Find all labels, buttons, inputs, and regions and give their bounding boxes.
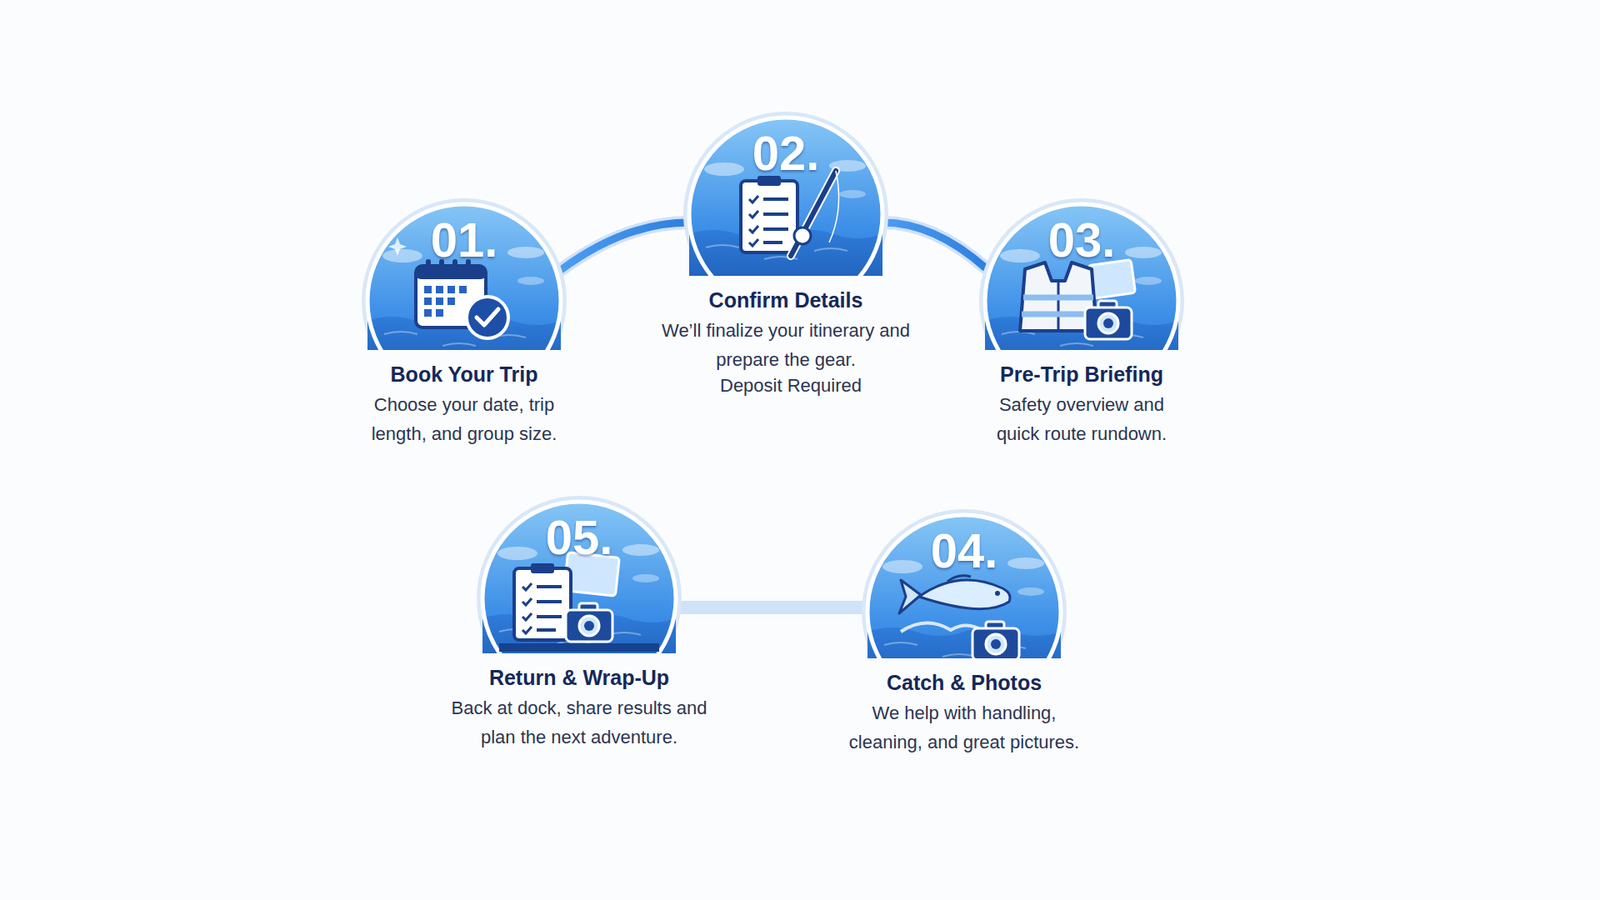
connector-glow <box>560 222 690 270</box>
step-number: 04. <box>867 525 1061 577</box>
connector-line <box>675 604 868 612</box>
step-title: Confirm Details <box>653 287 919 313</box>
step-note: Deposit Required <box>653 374 919 398</box>
step-number: 01. <box>367 214 561 266</box>
connector <box>882 222 985 268</box>
step-node: 04.Catch & PhotosWe help with handling, … <box>867 515 1061 659</box>
step-number: 03. <box>985 214 1179 266</box>
step-dome <box>861 509 1067 732</box>
step-node: 05.Return & Wrap-UpBack at dock, share r… <box>482 501 676 654</box>
step-text: Book Your TripChoose your date, trip len… <box>351 361 577 449</box>
connector-glow <box>675 600 868 615</box>
step-description: We help with handling, cleaning, and gre… <box>845 698 1084 757</box>
step-title: Catch & Photos <box>845 670 1084 695</box>
step-text: Return & Wrap-UpBack at dock, share resu… <box>446 665 712 752</box>
step-node: 03.Pre-Trip BriefingSafety overview and … <box>985 204 1179 350</box>
step-title: Pre-Trip Briefing <box>977 361 1186 387</box>
step-dome <box>361 198 567 421</box>
step-title: Book Your Trip <box>351 361 577 387</box>
step-description: Safety overview and quick route rundown. <box>977 390 1186 449</box>
connector <box>560 222 690 270</box>
step-dome <box>979 198 1185 421</box>
connector <box>675 607 868 609</box>
step-description: We’ll finalize your itinerary and prepar… <box>653 315 919 375</box>
step-text: Pre-Trip BriefingSafety overview and qui… <box>977 361 1186 449</box>
connector-glow <box>882 222 985 268</box>
step-description: Choose your date, trip length, and group… <box>351 390 577 449</box>
step-node: 02.Confirm DetailsWe’ll finalize your it… <box>689 117 883 276</box>
connector-line <box>882 222 985 268</box>
step-text: Catch & Photos We help with handling, cle… <box>845 670 1084 757</box>
step-description: Back at dock, share results and plan the… <box>446 693 712 752</box>
step-text: Confirm DetailsWe’ll finalize your itine… <box>653 287 919 398</box>
step-number: 02. <box>689 127 883 180</box>
step-title: Return & Wrap-Up <box>446 665 712 690</box>
connector-line <box>560 222 690 270</box>
step-node: 01.Book Your TripChoose your date, trip … <box>367 204 561 350</box>
step-number: 05. <box>482 511 676 564</box>
